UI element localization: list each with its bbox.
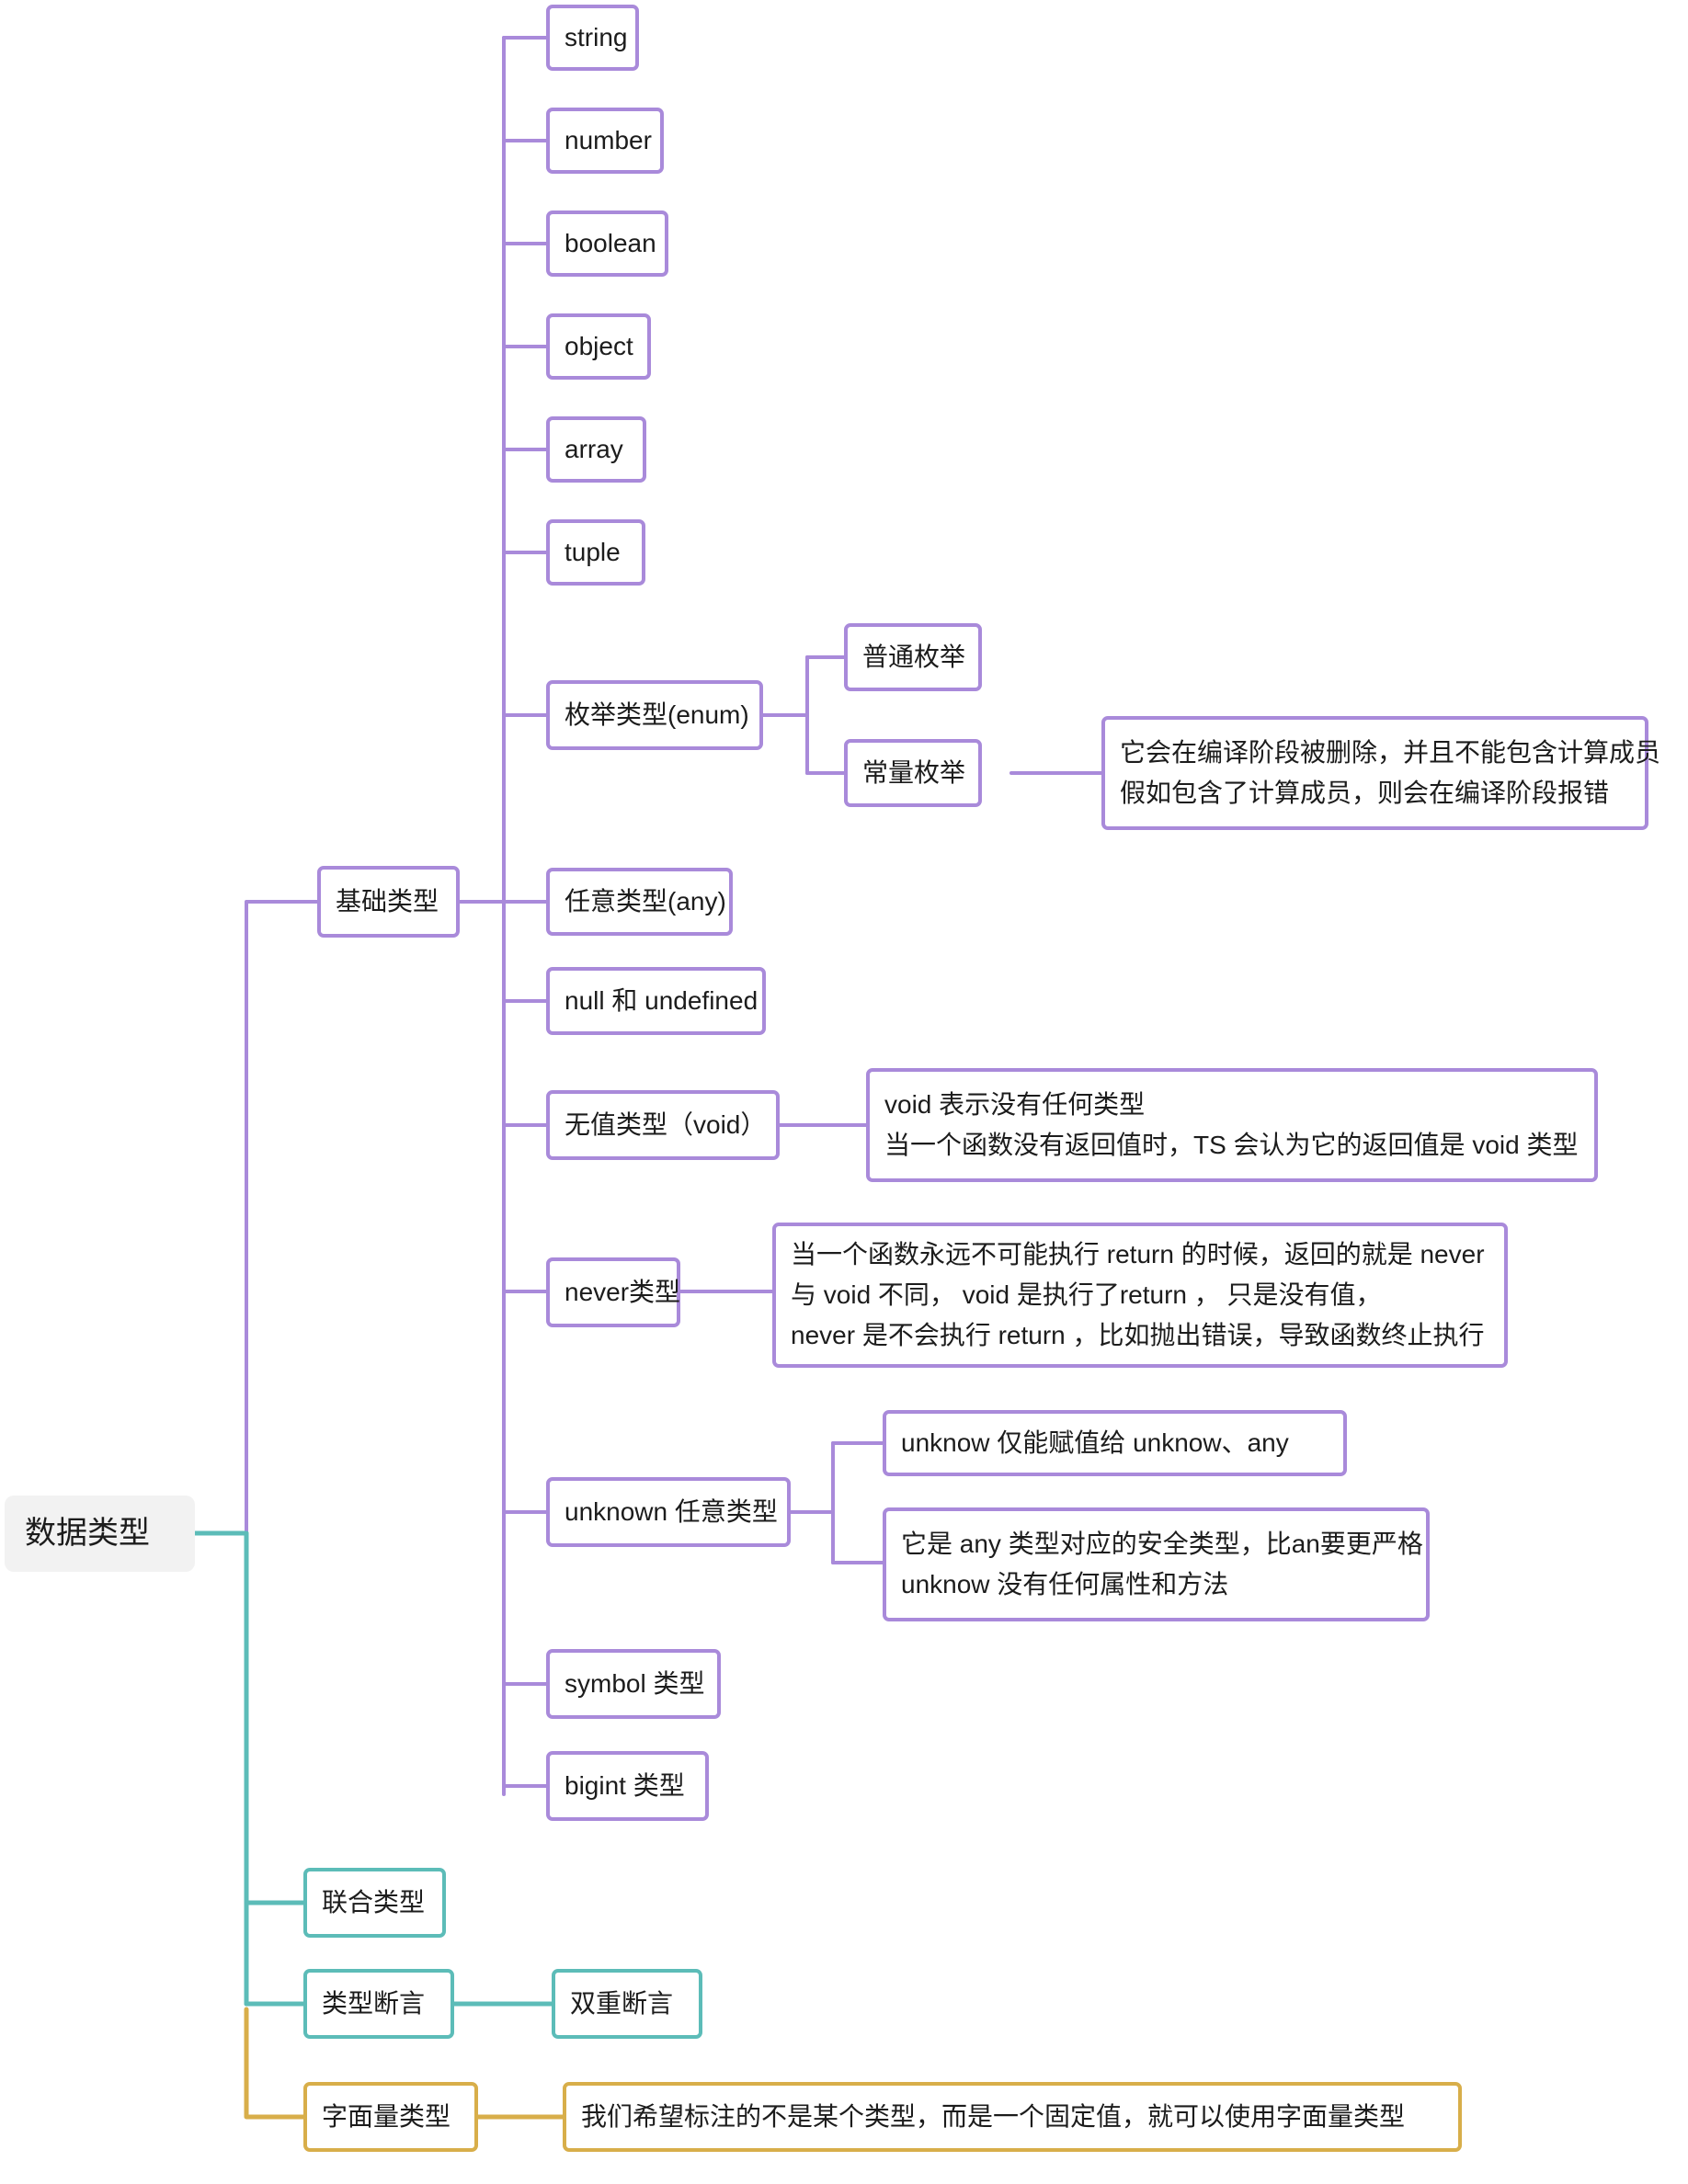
node-array[interactable]: array bbox=[546, 416, 646, 483]
unknown-desc2-line-2: unknow 没有任何属性和方法 bbox=[901, 1570, 1229, 1598]
node-void-description[interactable]: void 表示没有任何类型 当一个函数没有返回值时，TS 会认为它的返回值是 v… bbox=[866, 1068, 1598, 1182]
node-null-undefined-label: null 和 undefined bbox=[565, 985, 758, 1015]
node-object-label: object bbox=[565, 331, 633, 360]
node-void[interactable]: 无值类型（void） bbox=[546, 1090, 780, 1160]
node-basic-types-label: 基础类型 bbox=[336, 886, 439, 916]
node-boolean[interactable]: boolean bbox=[546, 210, 668, 277]
node-array-label: array bbox=[565, 434, 623, 463]
node-object[interactable]: object bbox=[546, 313, 651, 380]
node-unknown-label: unknown 任意类型 bbox=[565, 1496, 778, 1526]
never-desc-line-1: 当一个函数永远不可能执行 return 的时候，返回的就是 never bbox=[791, 1239, 1485, 1268]
node-double-assertion[interactable]: 双重断言 bbox=[552, 1969, 702, 2039]
node-number[interactable]: number bbox=[546, 108, 664, 174]
enum-const-desc-line-2: 假如包含了计算成员，则会在编译阶段报错 bbox=[1120, 779, 1610, 807]
node-string[interactable]: string bbox=[546, 5, 639, 71]
node-symbol-label: symbol 类型 bbox=[565, 1668, 705, 1698]
node-void-label: 无值类型（void） bbox=[565, 1109, 767, 1139]
never-desc-line-3: never 是不会执行 return ，比如抛出错误，导致函数终止执行 bbox=[791, 1321, 1485, 1350]
node-never[interactable]: never类型 bbox=[546, 1257, 680, 1327]
node-string-label: string bbox=[565, 22, 628, 51]
node-any[interactable]: 任意类型(any) bbox=[546, 868, 733, 936]
node-enum-const-description[interactable]: 它会在编译阶段被删除，并且不能包含计算成员 假如包含了计算成员，则会在编译阶段报… bbox=[1101, 716, 1661, 830]
void-desc-line-1: void 表示没有任何类型 bbox=[884, 1089, 1146, 1119]
node-any-label: 任意类型(any) bbox=[565, 886, 726, 916]
enum-const-desc-line-1: 它会在编译阶段被删除，并且不能包含计算成员 bbox=[1120, 737, 1661, 767]
root-node-label: 数据类型 bbox=[25, 1515, 150, 1551]
node-unknown-description-2[interactable]: 它是 any 类型对应的安全类型，比an要更严格 unknow 没有任何属性和方… bbox=[883, 1507, 1430, 1621]
node-tuple-label: tuple bbox=[565, 537, 621, 566]
node-enum-normal-label: 普通枚举 bbox=[862, 642, 966, 671]
node-basic-types[interactable]: 基础类型 bbox=[317, 866, 460, 938]
node-bigint-label: bigint 类型 bbox=[565, 1770, 685, 1800]
void-desc-line-2: 当一个函数没有返回值时，TS 会认为它的返回值是 void 类型 bbox=[884, 1131, 1579, 1159]
node-enum-label: 枚举类型(enum) bbox=[565, 700, 749, 729]
node-literal-type-description[interactable]: 我们希望标注的不是某个类型，而是一个固定值，就可以使用字面量类型 bbox=[563, 2082, 1462, 2152]
node-enum-const[interactable]: 常量枚举 bbox=[844, 739, 982, 807]
node-null-undefined[interactable]: null 和 undefined bbox=[546, 967, 766, 1035]
node-union-type[interactable]: 联合类型 bbox=[303, 1868, 446, 1938]
literal-desc-line-1: 我们希望标注的不是某个类型，而是一个固定值，就可以使用字面量类型 bbox=[581, 2101, 1406, 2131]
node-union-type-label: 联合类型 bbox=[322, 1887, 426, 1917]
node-enum-normal[interactable]: 普通枚举 bbox=[844, 623, 982, 691]
root-node[interactable]: 数据类型 bbox=[5, 1496, 195, 1572]
node-enum[interactable]: 枚举类型(enum) bbox=[546, 680, 763, 750]
node-type-assertion-label: 类型断言 bbox=[322, 1988, 426, 2018]
unknown-desc2-line-1: 它是 any 类型对应的安全类型，比an要更严格 bbox=[901, 1529, 1423, 1558]
node-literal-type[interactable]: 字面量类型 bbox=[303, 2082, 478, 2152]
unknown-desc1-line-1: unknow 仅能赋值给 unknow、any bbox=[901, 1428, 1289, 1457]
node-never-label: never类型 bbox=[565, 1277, 681, 1306]
node-type-assertion[interactable]: 类型断言 bbox=[303, 1969, 454, 2039]
node-unknown-description-1[interactable]: unknow 仅能赋值给 unknow、any bbox=[883, 1410, 1347, 1476]
node-tuple[interactable]: tuple bbox=[546, 519, 645, 586]
node-symbol[interactable]: symbol 类型 bbox=[546, 1649, 721, 1719]
node-never-description[interactable]: 当一个函数永远不可能执行 return 的时候，返回的就是 never 与 vo… bbox=[772, 1223, 1508, 1368]
node-boolean-label: boolean bbox=[565, 228, 656, 257]
node-enum-const-label: 常量枚举 bbox=[862, 757, 966, 787]
node-unknown[interactable]: unknown 任意类型 bbox=[546, 1477, 791, 1547]
node-literal-type-label: 字面量类型 bbox=[322, 2101, 451, 2131]
never-desc-line-2: 与 void 不同， void 是执行了return ， 只是没有值， bbox=[791, 1280, 1382, 1309]
node-double-assertion-label: 双重断言 bbox=[570, 1988, 674, 2018]
node-bigint[interactable]: bigint 类型 bbox=[546, 1751, 709, 1821]
node-number-label: number bbox=[565, 125, 652, 154]
